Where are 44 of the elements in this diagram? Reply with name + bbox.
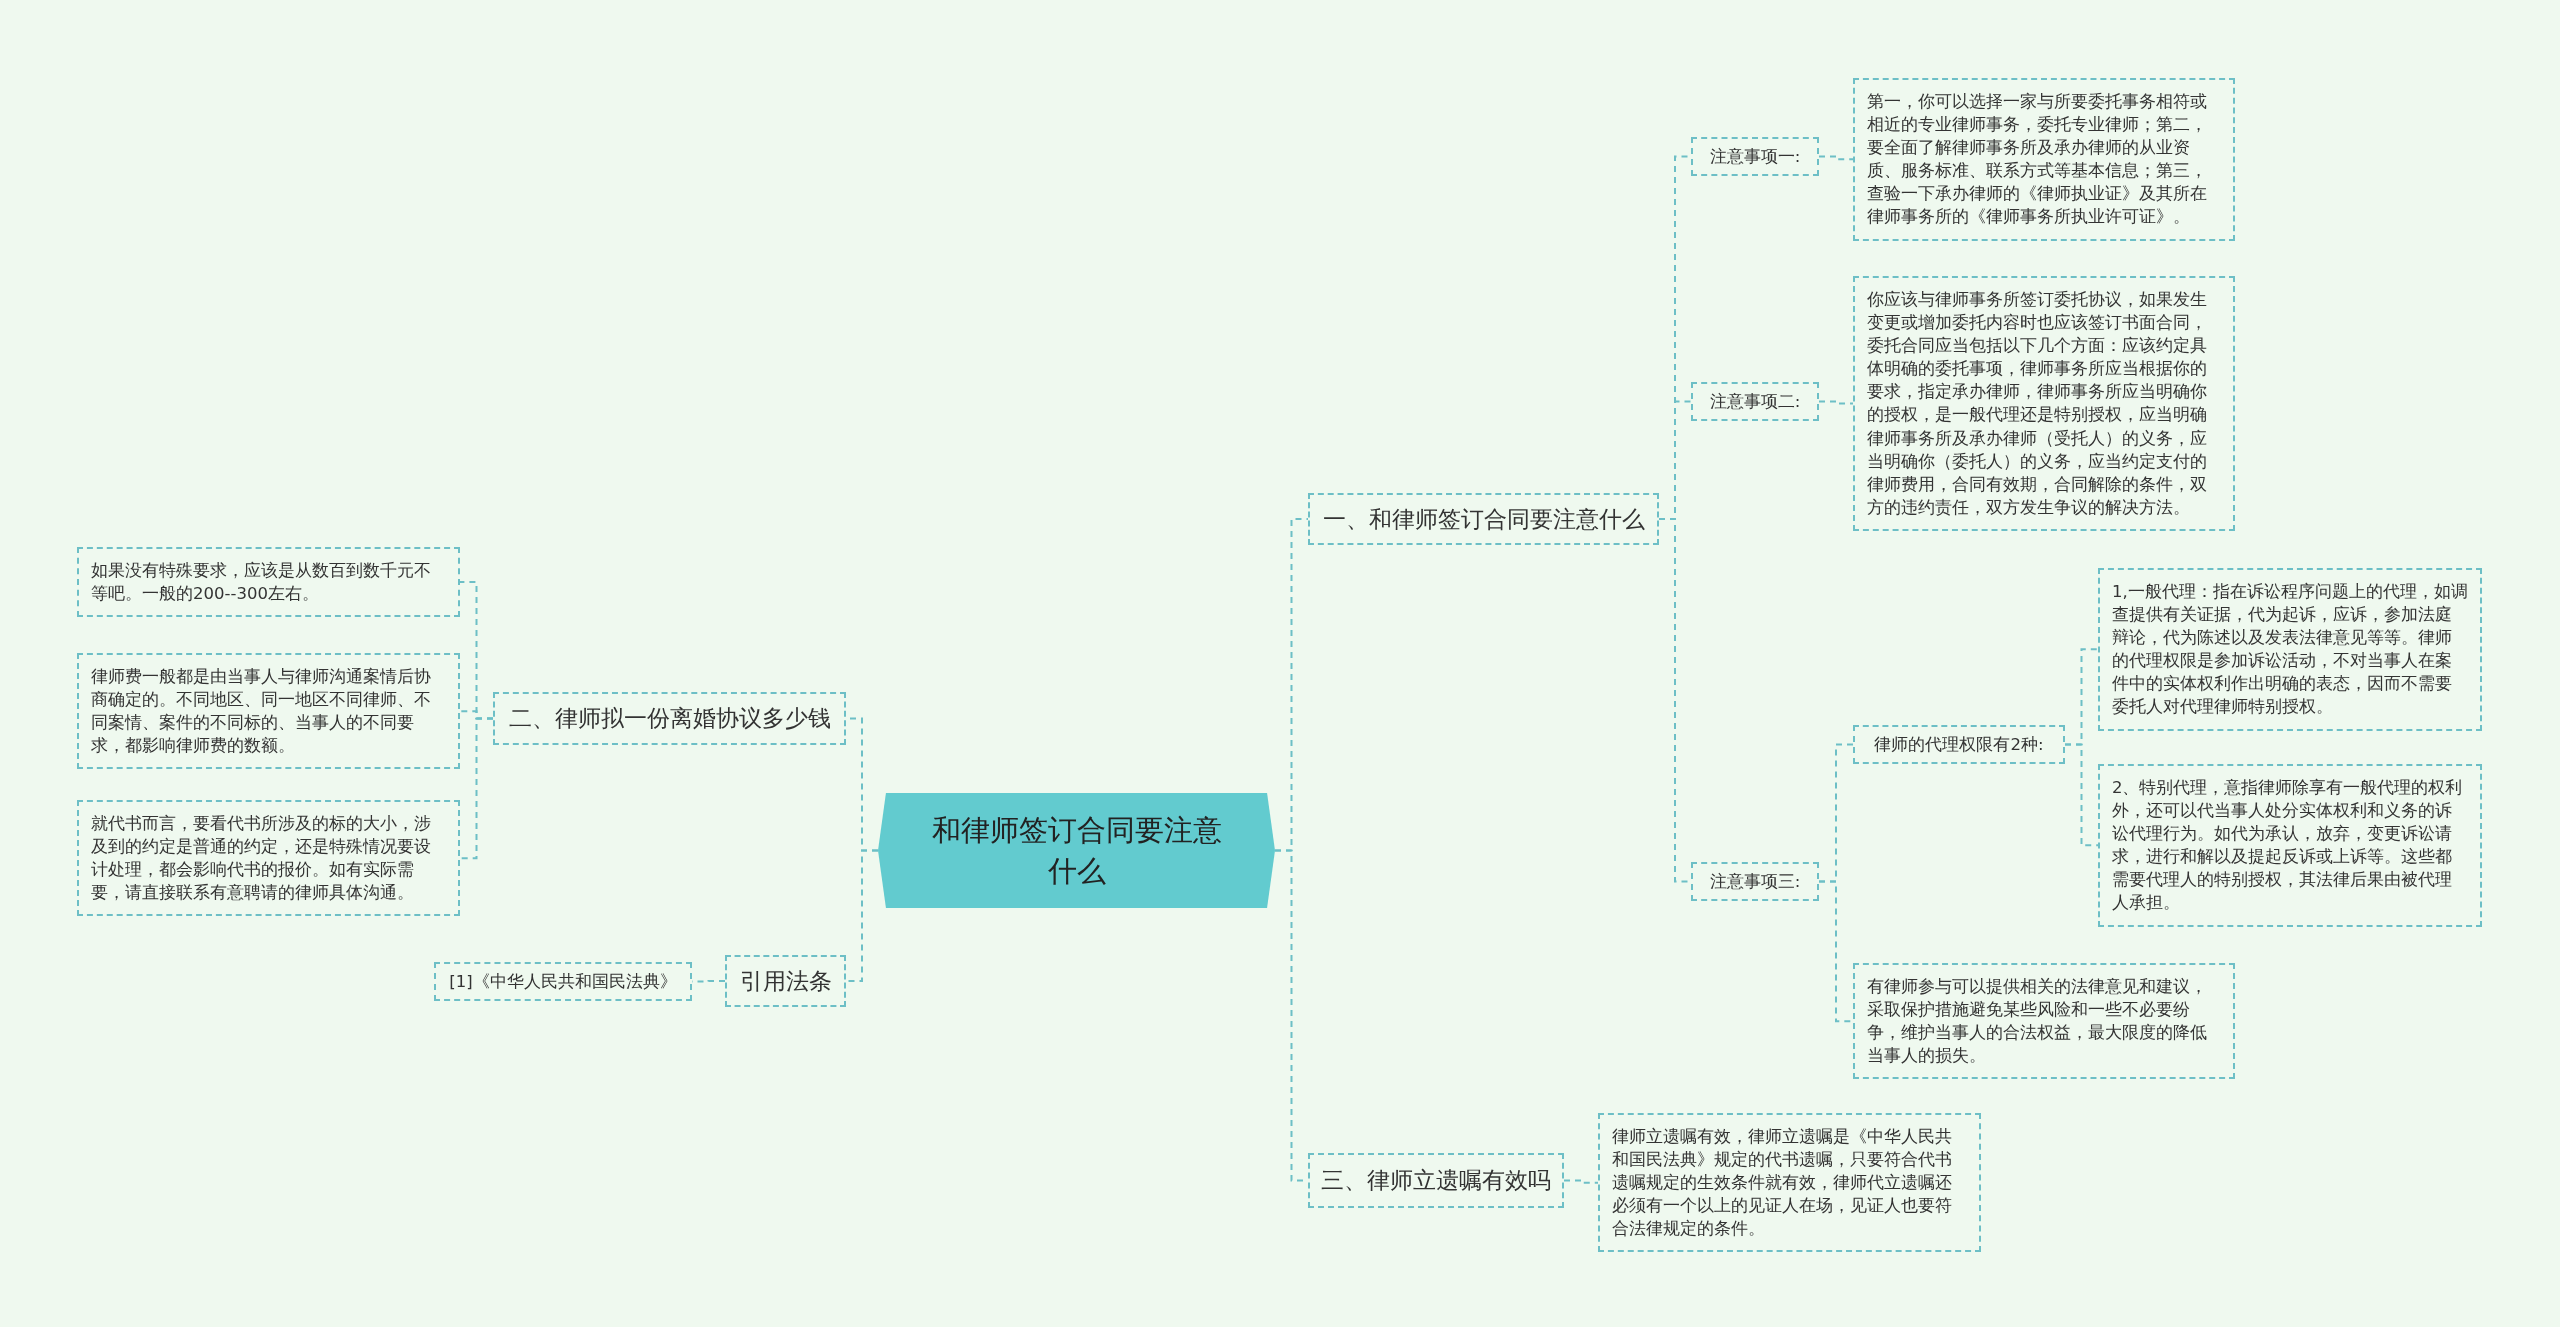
note-text: 你应该与律师事务所签订委托协议，如果发生变更或增加委托内容时也应该签订书面合同，委托合同应当包括以下几个方面：应该约定具体明确的委托事项，律师事务所应当根据你的要求，指定承办律师，律师事务所应当明确你的授权，是一般代理还是特别授权，应当明确律师事务所及承办律师（受托人）的义务，应当明确你（委托人）的义务，应当约定支付的律师费用，合同有效期，合同解除的条件，双方的违约责任，双方发生争议的解决方法。 xyxy=(1867,289,2208,519)
note-box xyxy=(1853,963,2235,1080)
note-text: 2、特别代理，意指律师除享有一般代理的权利外，还可以代当事人处分实体权利和义务的诉讼代理行为。如代为承认，放弃，变更诉讼请求，进行和解以及提起反诉或上诉等。这些都需要代理人的特别授权，其法律后果由被代理人承担。 xyxy=(2112,777,2464,915)
topic-text: 一、和律师签订合同要注意什么 xyxy=(1322,504,1645,534)
note-text: 如果没有特殊要求，应该是从数百到数千元不等吧。一般的200--300左右。 xyxy=(91,560,432,606)
connector-line xyxy=(1563,1179,1599,1184)
note-text: 有律师参与可以提供相关的法律意见和建议，采取保护措施避免某些风险和一些不必要纷争，维护当事人的合法权益，最大限度的降低当事人的损失。 xyxy=(1867,976,2208,1068)
note-box xyxy=(1853,78,2235,241)
note-box xyxy=(2098,764,2482,927)
note-text: 1,一般代理：指在诉讼程序问题上的代理，如调查提供有关证据，代为起诉，应诉，参加法庭辩论，代为陈述以及发表法律意见等等。律师的代理权限是参加诉讼活动，不对当事人在案件中的实体权利作出明确的表态，因而不需要委托人对代理律师特别授权。 xyxy=(2112,581,2468,719)
note-text: 律师费一般都是由当事人与律师沟通案情后协商确定的。不同地区、同一地区不同律师、不同案情、案件的不同标的、当事人的不同要求，都影响律师费的数额。 xyxy=(91,666,432,758)
topic-text: 注意事项三: xyxy=(1709,870,1801,893)
topic-text: [1]《中华人民共和国民法典》 xyxy=(449,970,677,993)
connector-line xyxy=(1818,400,1854,405)
note-box xyxy=(77,800,460,917)
subtopic-box xyxy=(1691,862,1819,901)
note-box xyxy=(2098,568,2482,731)
subtopic-box xyxy=(1853,725,2065,764)
topic-text: 和律师签订合同要注意什么 xyxy=(930,811,1223,890)
topic-box xyxy=(1308,493,1659,545)
topic-text: 二、律师拟一份离婚协议多少钱 xyxy=(508,704,831,733)
note-text: 就代书而言，要看代书所涉及的标的大小，涉及到的约定是普通的约定，还是特殊情况要设计处理，都会影响代书的报价。如有实际需要，请直接联系有意聘请的律师具体沟通。 xyxy=(91,813,432,905)
subtopic-box xyxy=(434,962,692,1001)
topic-box xyxy=(725,955,846,1007)
subtopic-box xyxy=(1691,382,1819,421)
note-box xyxy=(77,653,460,770)
note-box xyxy=(1853,276,2235,531)
topic-text: 律师的代理权限有2种: xyxy=(1874,733,2044,756)
note-box xyxy=(77,547,460,618)
subtopic-box xyxy=(1691,137,1819,176)
topic-box xyxy=(493,692,846,745)
topic-text: 引用法条 xyxy=(739,966,832,996)
central-topic-box xyxy=(878,793,1275,908)
note-text: 律师立遗嘱有效，律师立遗嘱是《中华人民共和国民法典》规定的代书遗嘱，只要符合代书遗嘱规定的生效条件就有效，律师代立遗嘱还必须有一个以上的见证人在场，见证人也要符合法律规定的条件。 xyxy=(1612,1126,1953,1241)
note-text: 第一，你可以选择一家与所要委托事务相符或相近的专业律师事务，委托专业律师；第二，要全面了解律师事务所及承办律师的从业资质、服务标准、联系方式等基本信息；第三，查验一下承办律师的《律师执业证》及其所在律师事务所的《律师事务所执业许可证》。 xyxy=(1867,91,2208,229)
topic-box xyxy=(1308,1153,1564,1208)
note-box xyxy=(1598,1113,1981,1253)
connector-line xyxy=(1818,155,1854,161)
topic-text: 注意事项一: xyxy=(1709,145,1801,168)
connector-line xyxy=(691,980,726,983)
topic-text: 注意事项二: xyxy=(1709,390,1801,413)
connector-line xyxy=(459,717,494,860)
topic-text: 三、律师立遗嘱有效吗 xyxy=(1321,1166,1551,1195)
connector-line xyxy=(2064,743,2099,847)
